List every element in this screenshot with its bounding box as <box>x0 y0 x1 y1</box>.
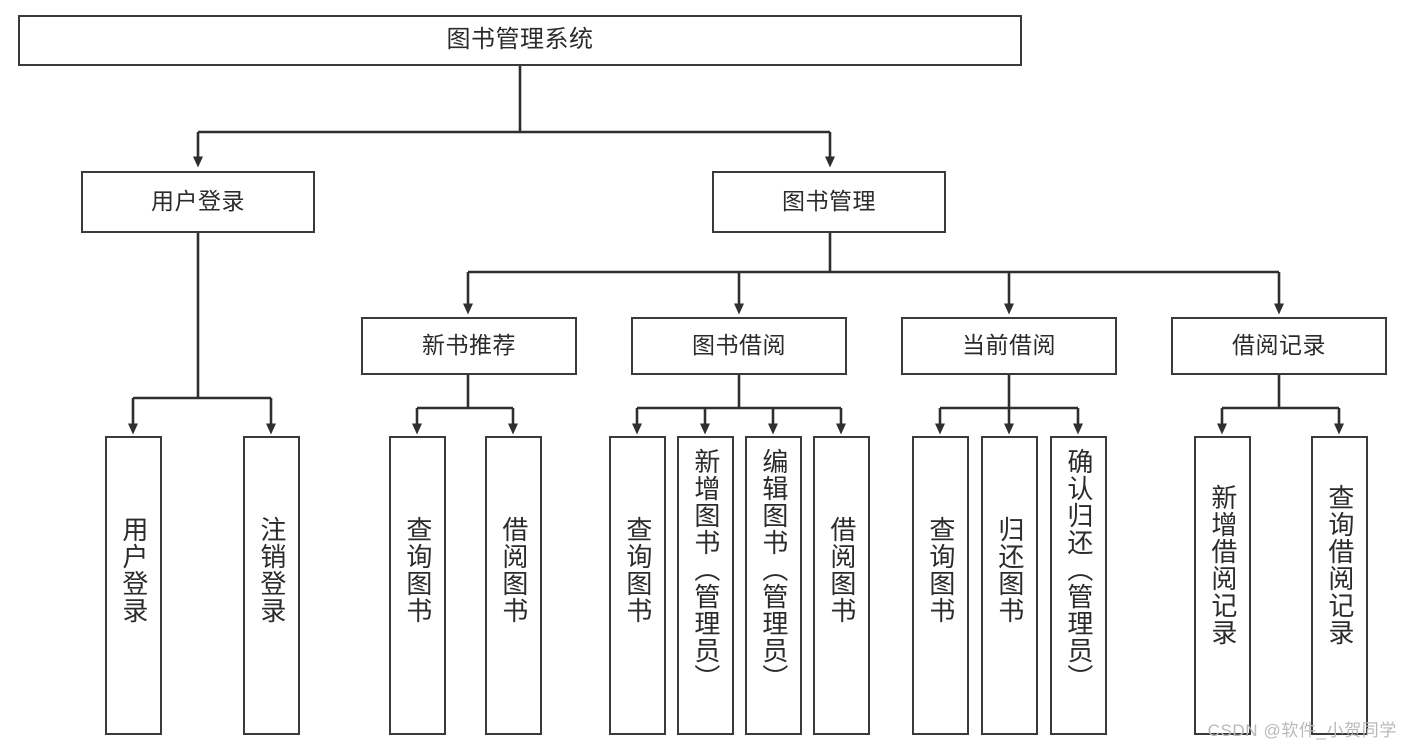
node-label: 新增图书（管理员） <box>690 448 721 691</box>
node-book-borrow[interactable]: 图书借阅 <box>631 317 847 375</box>
leaf-edit-book-admin[interactable]: 编辑图书（管理员） <box>745 436 802 735</box>
leaf-borrow-book-new[interactable]: 借阅图书 <box>485 436 542 735</box>
node-new-book-recommend[interactable]: 新书推荐 <box>361 317 577 375</box>
node-label: 新增借阅记录 <box>1207 484 1238 646</box>
node-label: 借阅图书 <box>826 516 857 624</box>
node-borrow-record[interactable]: 借阅记录 <box>1171 317 1387 375</box>
node-label: 借阅记录 <box>1232 332 1326 359</box>
node-label: 图书借阅 <box>692 332 786 359</box>
node-label: 查询借阅记录 <box>1324 484 1355 646</box>
leaf-query-borrow-record[interactable]: 查询借阅记录 <box>1311 436 1368 735</box>
node-label: 查询图书 <box>402 516 433 624</box>
leaf-return-book[interactable]: 归还图书 <box>981 436 1038 735</box>
leaf-borrow-book[interactable]: 借阅图书 <box>813 436 870 735</box>
leaf-confirm-return-admin[interactable]: 确认归还（管理员） <box>1050 436 1107 735</box>
node-label: 用户登录 <box>151 188 245 215</box>
node-user-login[interactable]: 用户登录 <box>81 171 315 233</box>
node-label: 查询图书 <box>622 516 653 624</box>
leaf-add-borrow-record[interactable]: 新增借阅记录 <box>1194 436 1251 735</box>
node-label: 确认归还（管理员） <box>1063 448 1094 691</box>
leaf-logout[interactable]: 注销登录 <box>243 436 300 735</box>
node-label: 借阅图书 <box>498 516 529 624</box>
node-label: 图书管理系统 <box>446 26 594 54</box>
node-label: 用户登录 <box>118 516 149 624</box>
leaf-query-book-current[interactable]: 查询图书 <box>912 436 969 735</box>
csdn-watermark: CSDN @软件_小贺同学 <box>1207 721 1397 740</box>
leaf-add-book-admin[interactable]: 新增图书（管理员） <box>677 436 734 735</box>
node-current-borrow[interactable]: 当前借阅 <box>901 317 1117 375</box>
node-label: 查询图书 <box>925 516 956 624</box>
node-label: 编辑图书（管理员） <box>758 448 789 691</box>
leaf-user-login[interactable]: 用户登录 <box>105 436 162 735</box>
leaf-query-book-new[interactable]: 查询图书 <box>389 436 446 735</box>
node-label: 当前借阅 <box>962 332 1056 359</box>
node-label: 新书推荐 <box>422 332 516 359</box>
node-label: 归还图书 <box>994 516 1025 624</box>
node-root-library-system[interactable]: 图书管理系统 <box>18 15 1022 66</box>
node-label: 图书管理 <box>782 188 876 215</box>
node-label: 注销登录 <box>256 516 287 624</box>
leaf-query-book-borrow[interactable]: 查询图书 <box>609 436 666 735</box>
node-book-management[interactable]: 图书管理 <box>712 171 946 233</box>
